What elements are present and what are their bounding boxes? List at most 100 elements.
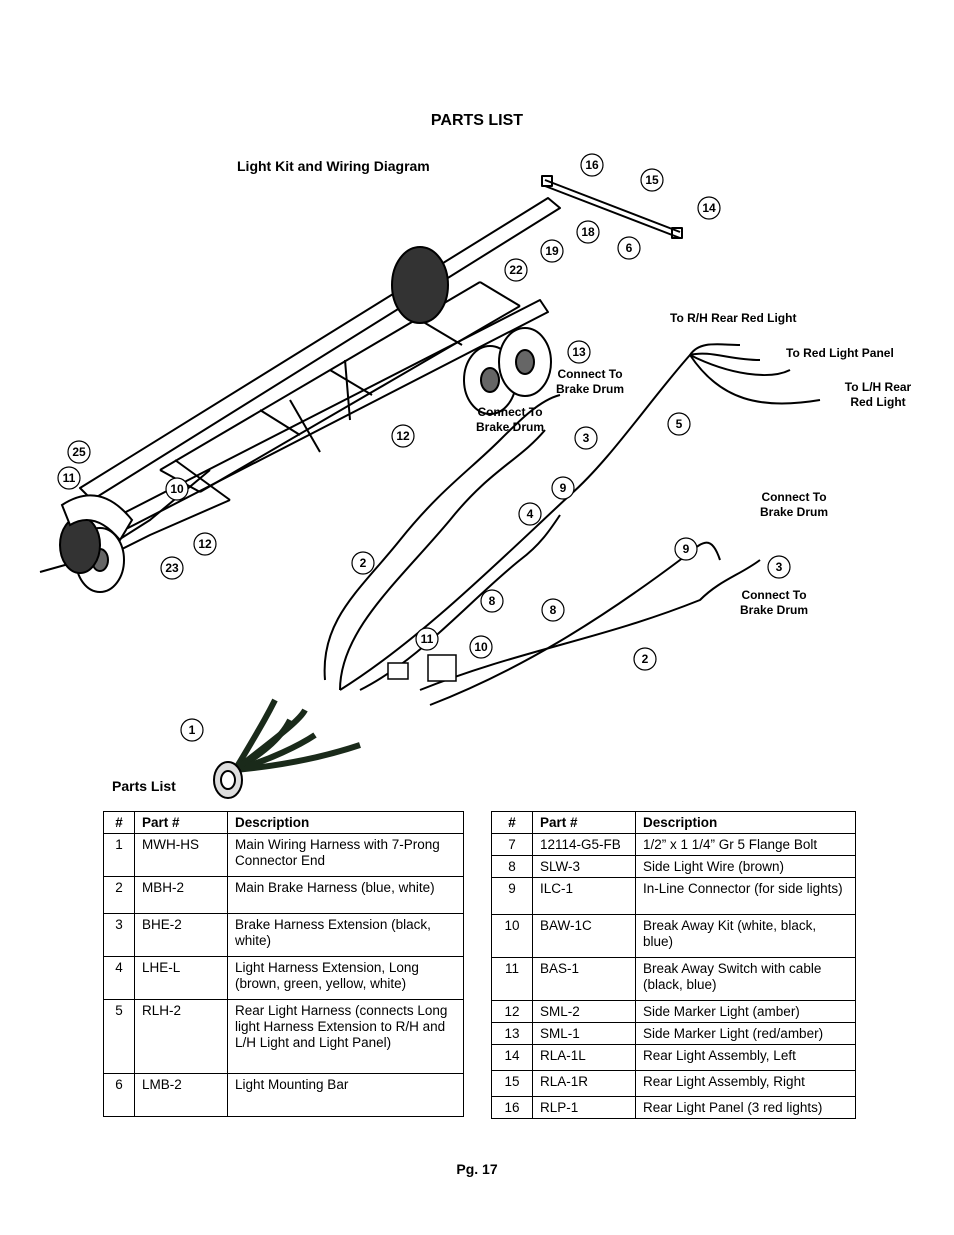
svg-text:22: 22	[509, 263, 523, 277]
part-number: RLA-1R	[532, 1070, 636, 1097]
header-num: #	[103, 811, 135, 834]
svg-text:Brake Drum: Brake Drum	[556, 382, 624, 396]
part-description: Light Mounting Bar	[227, 1073, 464, 1117]
part-number: ILC-1	[532, 877, 636, 915]
svg-text:Brake Drum: Brake Drum	[760, 505, 828, 519]
page-number: Pg. 17	[456, 1161, 498, 1177]
svg-text:To R/H Rear Red Light: To R/H Rear Red Light	[670, 311, 796, 325]
svg-text:Connect To: Connect To	[761, 490, 826, 504]
callout-5: 5	[667, 412, 691, 436]
svg-text:16: 16	[585, 158, 599, 172]
svg-text:23: 23	[165, 561, 179, 575]
part-number: BAS-1	[532, 957, 636, 1001]
main-harness-bundle	[232, 698, 361, 773]
part-number: LHE-L	[134, 956, 228, 1000]
header-part: Part #	[134, 811, 228, 834]
svg-text:To Red Light Panel: To Red Light Panel	[786, 346, 894, 360]
part-description: Main Wiring Harness with 7-Prong Connect…	[227, 833, 464, 877]
part-description: 1/2” x 1 1/4” Gr 5 Flange Bolt	[635, 833, 856, 856]
part-number-index: 1	[103, 833, 135, 877]
part-number-index: 8	[491, 855, 533, 878]
callout-9a: 9	[551, 476, 575, 500]
part-number: SLW-3	[532, 855, 636, 878]
svg-text:9: 9	[683, 542, 690, 556]
wiring-harnesses	[323, 343, 821, 706]
svg-text:Brake Drum: Brake Drum	[476, 420, 544, 434]
header-description: Description	[635, 811, 856, 834]
callout-10a: 10	[165, 477, 189, 501]
svg-text:11: 11	[421, 632, 434, 646]
wiring-diagram: 16 15 14 18 6 19 22 13 12 25 11 10 12 23…	[39, 140, 926, 805]
part-description: Break Away Switch with cable (black, blu…	[635, 957, 856, 1001]
part-description: Side Light Wire (brown)	[635, 855, 856, 878]
part-number-index: 11	[491, 957, 533, 1001]
part-number: MWH-HS	[134, 833, 228, 877]
part-number-index: 6	[103, 1073, 135, 1117]
part-number-index: 10	[491, 914, 533, 958]
svg-text:11: 11	[63, 471, 76, 485]
part-description: Main Brake Harness (blue, white)	[227, 876, 464, 914]
svg-text:12: 12	[396, 429, 410, 443]
part-number-index: 16	[491, 1096, 533, 1119]
page-title: PARTS LIST	[430, 112, 524, 129]
part-description: Rear Light Assembly, Left	[635, 1044, 856, 1071]
header-num: #	[491, 811, 533, 834]
callout-11a: 11	[57, 466, 81, 490]
svg-text:9: 9	[560, 481, 567, 495]
part-description: Brake Harness Extension (black, white)	[227, 913, 464, 957]
svg-text:2: 2	[360, 556, 367, 570]
callout-23: 23	[160, 556, 184, 580]
callout-16: 16	[580, 153, 604, 177]
callout-1: 1	[180, 718, 204, 742]
svg-text:18: 18	[581, 225, 595, 239]
part-number: LMB-2	[134, 1073, 228, 1117]
callout-11b: 11	[415, 627, 439, 651]
wiring-diagram-svg: 16 15 14 18 6 19 22 13 12 25 11 10 12 23…	[39, 153, 912, 799]
part-number-index: 12	[491, 1000, 533, 1023]
svg-text:Brake Drum: Brake Drum	[740, 603, 808, 617]
table-header-row: # Part # Description	[491, 811, 856, 834]
diagram-title: Light Kit and Wiring Diagram	[237, 158, 430, 174]
part-number: 12114-G5-FB	[532, 833, 636, 856]
callout-12b: 12	[193, 532, 217, 556]
callout-10b: 10	[469, 635, 493, 659]
callout-18: 18	[576, 220, 600, 244]
callout-2a: 2	[351, 551, 375, 575]
part-description: Light Harness Extension, Long (brown, gr…	[227, 956, 464, 1000]
part-number-index: 2	[103, 876, 135, 914]
part-description: Rear Light Panel (3 red lights)	[635, 1096, 856, 1119]
svg-text:3: 3	[776, 560, 783, 574]
part-number: MBH-2	[134, 876, 228, 914]
svg-text:8: 8	[489, 594, 496, 608]
part-number: BAW-1C	[532, 914, 636, 958]
svg-text:Connect To: Connect To	[741, 588, 806, 602]
part-description: Rear Light Assembly, Right	[635, 1070, 856, 1097]
svg-text:Connect To: Connect To	[557, 367, 622, 381]
svg-text:5: 5	[676, 417, 683, 431]
svg-text:2: 2	[642, 652, 649, 666]
svg-text:15: 15	[645, 173, 659, 187]
callout-9b: 9	[674, 537, 698, 561]
callout-22: 22	[504, 258, 528, 282]
part-number-index: 9	[491, 877, 533, 915]
part-description: Break Away Kit (white, black, blue)	[635, 914, 856, 958]
part-description: In-Line Connector (for side lights)	[635, 877, 856, 915]
callout-19: 19	[540, 239, 564, 263]
breakaway-boxes	[387, 654, 457, 682]
part-number-index: 14	[491, 1044, 533, 1071]
part-number: BHE-2	[134, 913, 228, 957]
svg-text:Connect To: Connect To	[477, 405, 542, 419]
svg-text:To L/H Rear: To L/H Rear	[845, 380, 912, 394]
callout-2b: 2	[633, 647, 657, 671]
svg-text:10: 10	[474, 640, 488, 654]
part-number: RLH-2	[134, 999, 228, 1074]
